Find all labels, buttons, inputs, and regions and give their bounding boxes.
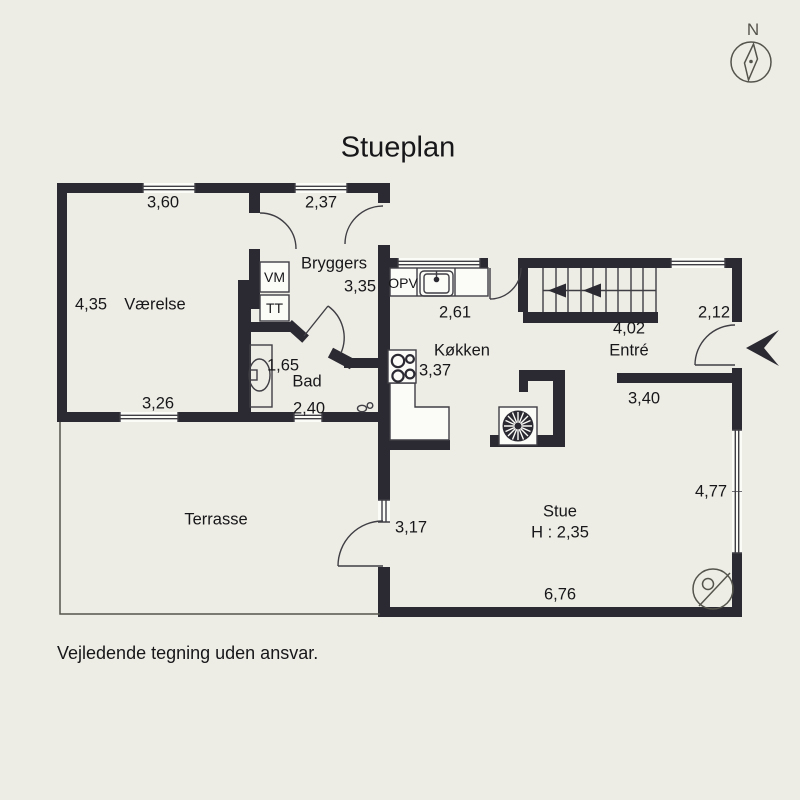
- wall-north: [390, 258, 742, 268]
- wall-divider-lower: [249, 249, 260, 309]
- wall-kitchen-stub: [378, 440, 450, 450]
- wall-divider-stub: [249, 183, 260, 213]
- dim-stue-bottom: 6,76: [543, 585, 577, 604]
- dim-entre-inner: 3,40: [627, 389, 661, 408]
- chimney-left-stub: [519, 381, 528, 392]
- window-vaerelse-bottom: [119, 412, 179, 422]
- kitchen-back-door-opening: [488, 258, 518, 268]
- dim-stue-right: 4,77: [694, 482, 728, 501]
- door-bryggers-back-arc: [344, 205, 384, 245]
- wall-bryggers-east-stub: [378, 183, 390, 203]
- compass-icon: [730, 41, 772, 83]
- washing-machine-box: [259, 261, 290, 293]
- room-label-vaerelse: Værelse: [124, 295, 186, 314]
- room-label-bad: Bad: [292, 372, 322, 391]
- appliance-label-tt: TT: [265, 300, 284, 316]
- window-bryggers-top: [294, 183, 348, 193]
- chimney-top-bar: [519, 370, 565, 381]
- plan-title: Stueplan: [340, 131, 456, 164]
- staircase: [542, 268, 657, 312]
- terrace-outline: [59, 422, 380, 615]
- room-label-bryggers: Bryggers: [300, 254, 368, 273]
- stove-icon: [387, 349, 417, 384]
- window-stue-east-upper: [732, 429, 742, 493]
- fixtures-group: [248, 41, 779, 610]
- stue-ceiling-height: H : 2,35: [531, 523, 589, 542]
- window-stue-east-lower: [732, 492, 742, 554]
- door-front-arc: [694, 324, 736, 366]
- window-kitchen-top: [397, 258, 481, 268]
- door-vaerelse-arc: [259, 212, 297, 250]
- dim-vaerelse-bottom: 3,26: [141, 394, 175, 413]
- wall-stairs-bottom: [523, 312, 658, 323]
- dim-koekken-counter: 2,61: [438, 303, 472, 322]
- window-stue-west: [378, 499, 390, 523]
- dim-stue-left: 3,17: [394, 518, 428, 537]
- doors-group: [259, 205, 736, 567]
- appliance-label-vm: VM: [264, 269, 285, 285]
- terrace-door-opening: [378, 521, 390, 567]
- dim-entre-stairs: 4,02: [612, 319, 646, 338]
- appliance-label-opv: OPV: [388, 275, 418, 291]
- compass-north-label: N: [746, 20, 760, 39]
- wall-stairs-left-stub: [518, 268, 528, 312]
- room-label-terrasse: Terrasse: [184, 510, 248, 529]
- dim-koekken-side: 3,37: [418, 361, 452, 380]
- room-label-entre: Entré: [609, 341, 649, 360]
- wall-bad-east: [344, 358, 392, 368]
- window-vaerelse-top: [142, 183, 196, 193]
- door-kitchen-back-arc: [489, 267, 522, 300]
- dim-bryggers-top: 2,37: [304, 193, 338, 212]
- room-label-stue: Stue: [543, 502, 577, 521]
- wall-bad-west: [238, 280, 251, 422]
- dim-vaerelse-left: 4,35: [74, 295, 108, 314]
- wall-top-left-block: [57, 183, 390, 193]
- door-openings-group: [378, 258, 742, 567]
- dim-bad-bottom: 2,40: [292, 399, 326, 418]
- dim-bryggers-side: 3,35: [343, 277, 377, 296]
- toilet-icon: [248, 344, 273, 408]
- front-door-opening: [732, 322, 742, 368]
- sink-icon: [419, 270, 454, 297]
- tumble-dryer-box: [259, 294, 290, 322]
- wood-stove-icon: [498, 406, 538, 446]
- door-bad-arc: [303, 305, 345, 354]
- wall-block-bottom: [57, 412, 390, 422]
- wall-bad-chamfer-left: [285, 319, 309, 343]
- wall-entre-stue: [617, 373, 742, 383]
- wall-bad-top: [238, 322, 292, 332]
- windows-group: [119, 183, 742, 554]
- window-bad-bottom: [293, 412, 323, 422]
- water-heater-icon: [692, 568, 734, 610]
- stair-direction-arrow: [583, 283, 601, 298]
- wall-south: [378, 607, 742, 617]
- dim-bad-width: 1,65: [266, 356, 300, 375]
- entrance-arrow-icon: [746, 330, 779, 366]
- wall-west: [57, 183, 67, 422]
- stair-direction-arrow: [548, 283, 566, 298]
- kitchen-counter-corner: [389, 382, 450, 441]
- chimney-vertical: [553, 381, 565, 435]
- floor-drain-icon: [356, 402, 374, 413]
- door-terrace-arc: [337, 520, 384, 567]
- dim-entre-window: 2,12: [697, 303, 731, 322]
- room-label-koekken: Køkken: [434, 341, 490, 360]
- kitchen-counter-top: [389, 267, 489, 297]
- dim-vaerelse-top: 3,60: [146, 193, 180, 212]
- disclaimer-text: Vejledende tegning uden ansvar.: [57, 643, 319, 663]
- window-entre-top: [670, 258, 726, 268]
